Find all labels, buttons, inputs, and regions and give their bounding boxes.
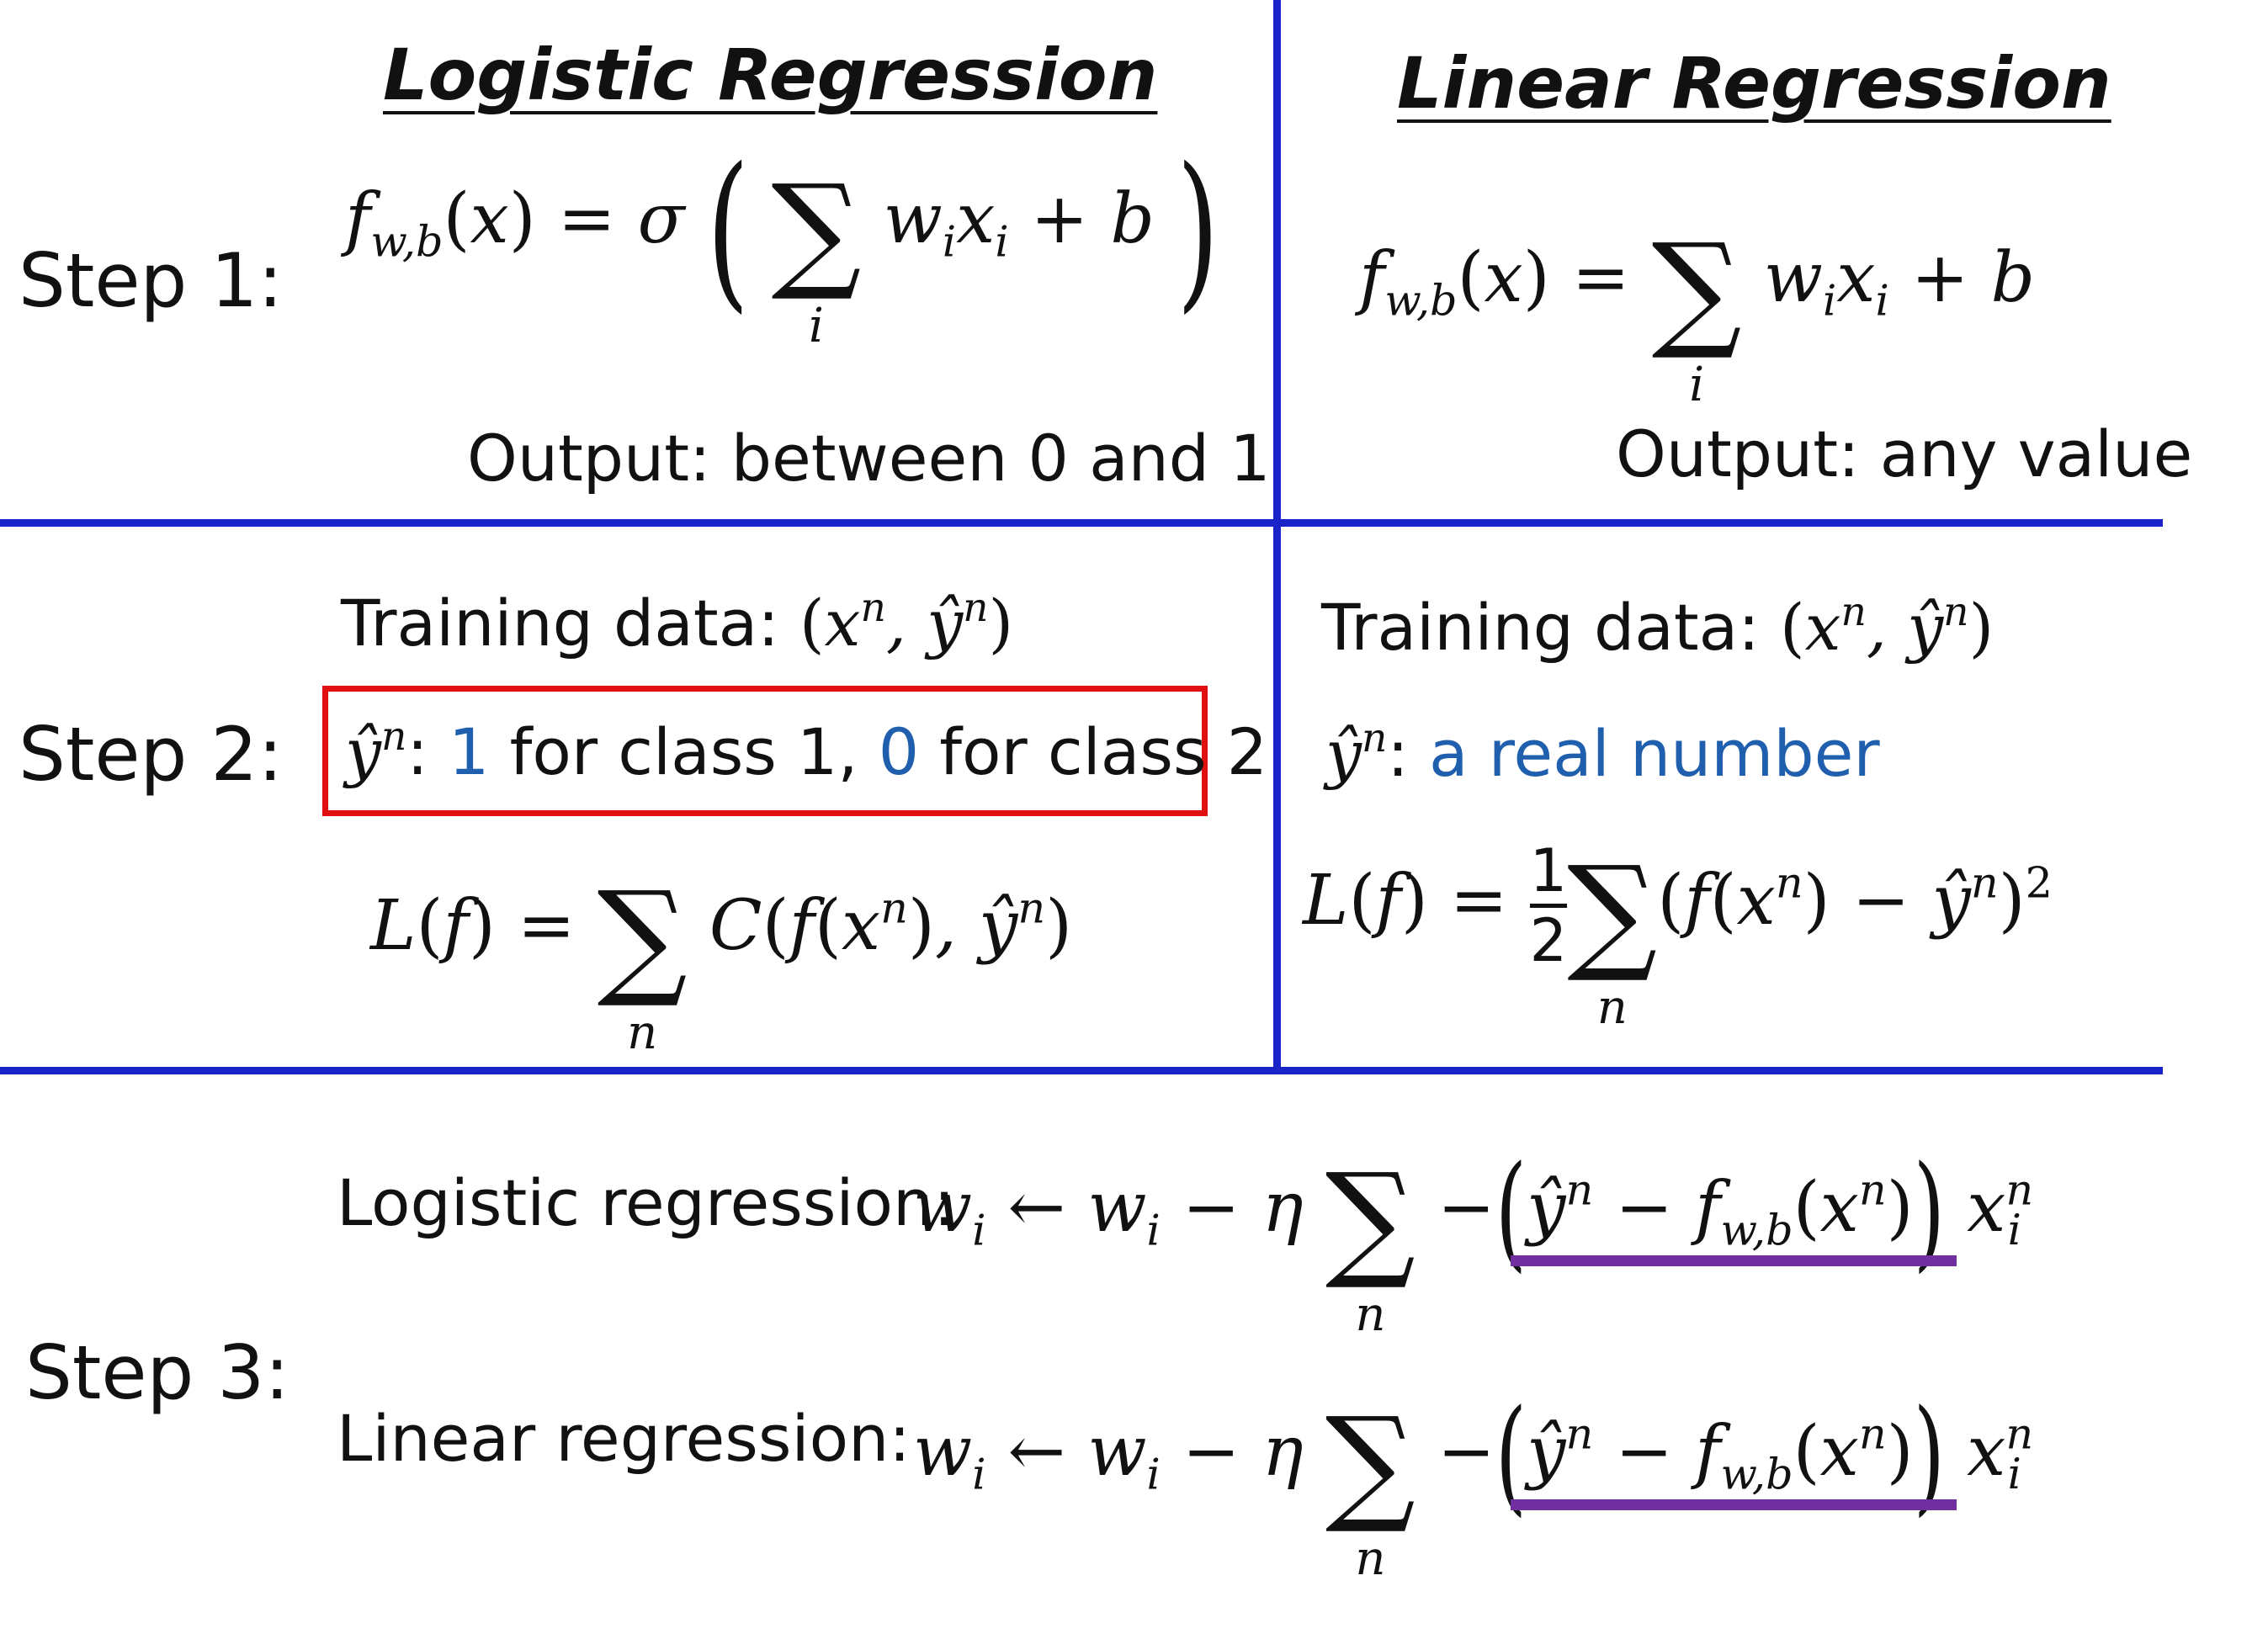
left-heading: Logistic Regression (383, 34, 1158, 116)
highlight-box (322, 686, 1208, 816)
step1-logistic-formula: fw,b(x) = σ ( ∑i wixi + b ) (345, 130, 1219, 353)
y-hat-symbol: ŷn (1325, 715, 1388, 792)
training-label: Training data: (1321, 590, 1760, 666)
step3-linear-label: Linear regression: (337, 1401, 911, 1476)
step1-label: Step 1: (19, 237, 283, 324)
step2-right-training: Training data: (xn, ŷn) (1321, 589, 1994, 665)
step3-logistic-update: wi ← wi − η ∑n −(ŷn − fw,b(xn)) xni (913, 1138, 2034, 1342)
step1-left-output: Output: between 0 and 1 (467, 421, 1271, 496)
training-label: Training data: (341, 586, 779, 661)
step2-label: Step 2: (19, 711, 283, 798)
vertical-divider (1273, 0, 1281, 1073)
linear-term-underline (1511, 1499, 1957, 1510)
step3-linear-update: wi ← wi − η ∑n −(ŷn − fw,b(xn)) xni (913, 1382, 2034, 1586)
step3-logistic-label: Logistic regression: (337, 1165, 955, 1240)
step3-label: Step 3: (25, 1329, 289, 1416)
right-heading: Linear Regression (1397, 42, 2111, 125)
step2-logistic-loss: L(f) = ∑n C(f(xn), ŷn) (370, 865, 1073, 1060)
horizontal-divider-2 (0, 1067, 2163, 1074)
step2-right-y-desc: ŷn: a real number (1325, 715, 1880, 792)
training-pair: (xn, ŷn) (1780, 589, 1994, 666)
horizontal-divider-1 (0, 519, 2163, 527)
step1-right-output: Output: any value (1616, 416, 2193, 491)
step1-linear-formula: fw,b(x) = ∑i wixi + b (1359, 217, 2036, 412)
training-pair: (xn, ŷn) (799, 585, 1014, 661)
step2-left-y-desc: ŷn: 1 for class 1, 0 for class 2 (345, 713, 1268, 790)
step2-left-training: Training data: (xn, ŷn) (341, 585, 1013, 660)
y-hat-symbol: ŷn (345, 713, 407, 790)
logistic-term-underline (1511, 1255, 1957, 1266)
